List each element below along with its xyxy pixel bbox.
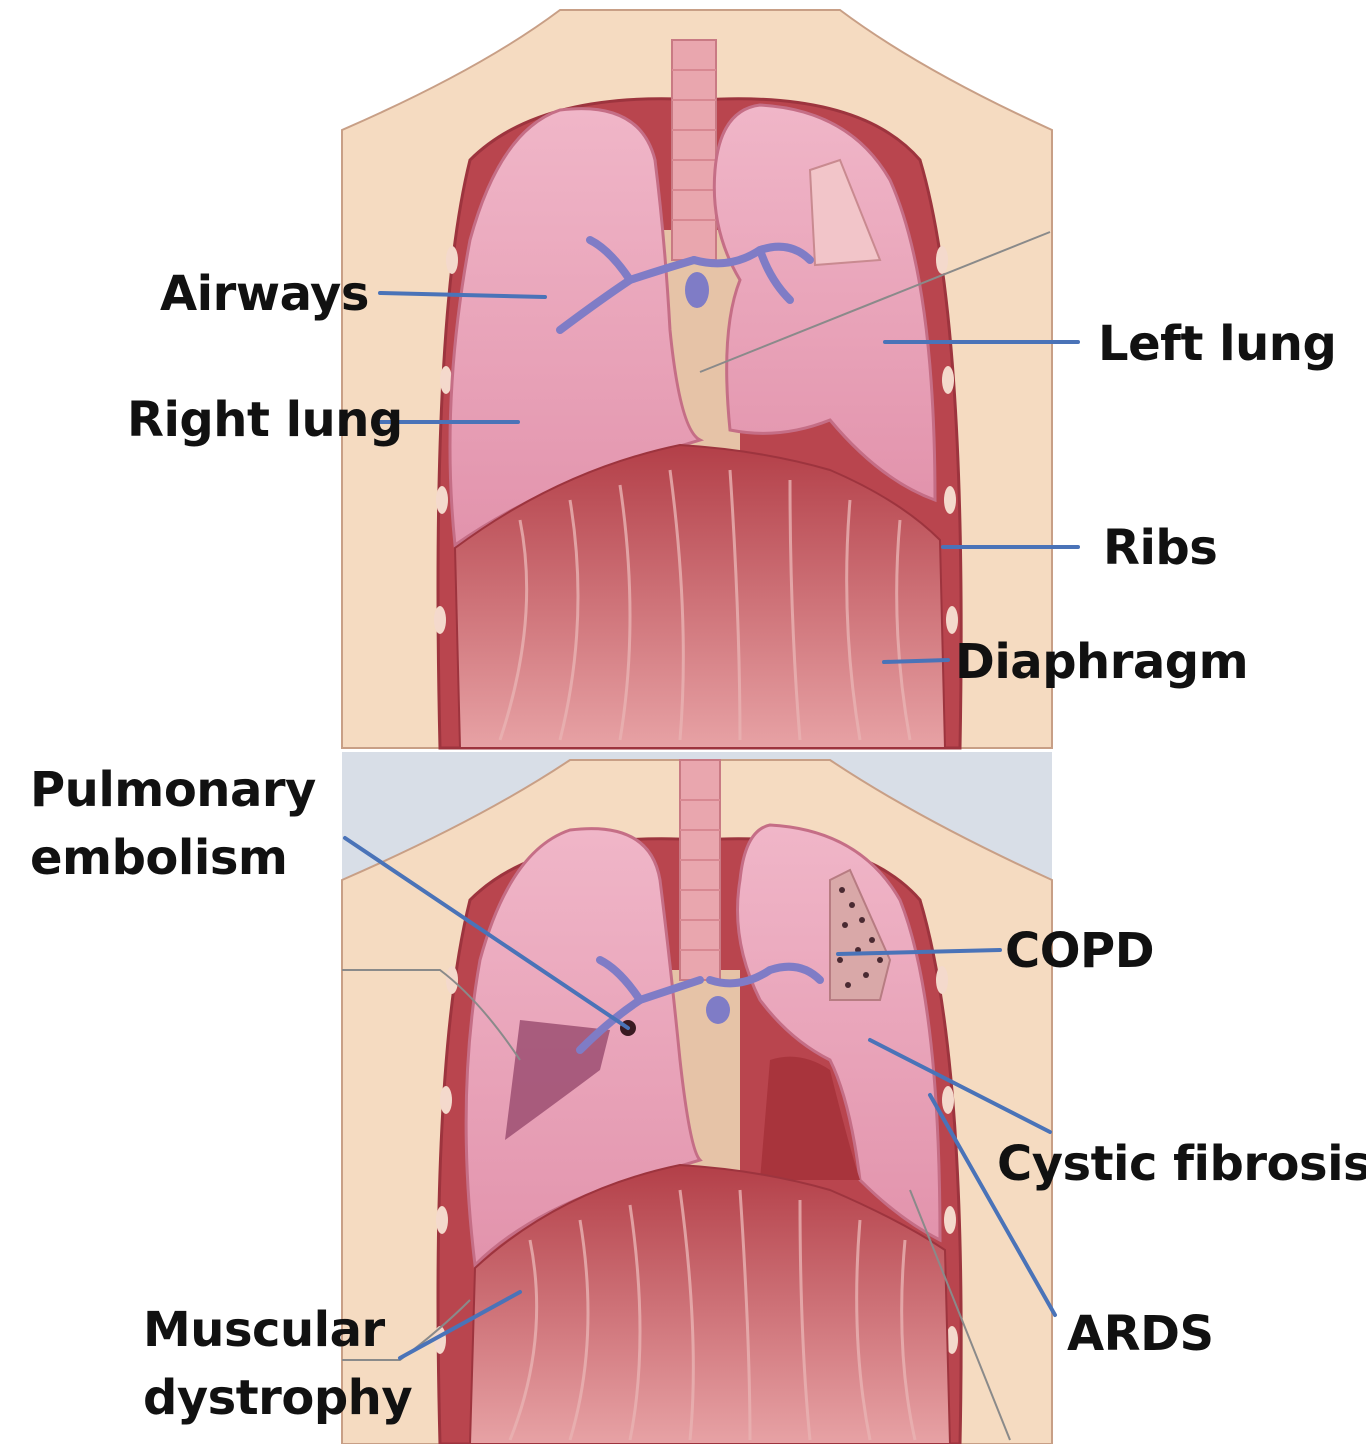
left-lung-label: Left lung <box>1098 320 1336 368</box>
muscular-dystrophy-label: Muscular dystrophy <box>143 1296 412 1432</box>
top-panel-illustration <box>342 0 1052 748</box>
cystic-fibrosis-label: Cystic fibrosis <box>997 1140 1366 1188</box>
diaphragm-label: Diaphragm <box>955 638 1248 686</box>
pulmonary-embolism-label: Pulmonary embolism <box>30 756 316 892</box>
bottom-panel-illustration <box>342 752 1052 1444</box>
airways-label: Airways <box>160 270 369 318</box>
right-lung-label: Right lung <box>127 396 403 444</box>
copd-label: COPD <box>1005 927 1154 975</box>
ribs-label: Ribs <box>1103 524 1217 572</box>
ards-label: ARDS <box>1067 1310 1214 1358</box>
diaphragm-leader <box>884 660 948 662</box>
